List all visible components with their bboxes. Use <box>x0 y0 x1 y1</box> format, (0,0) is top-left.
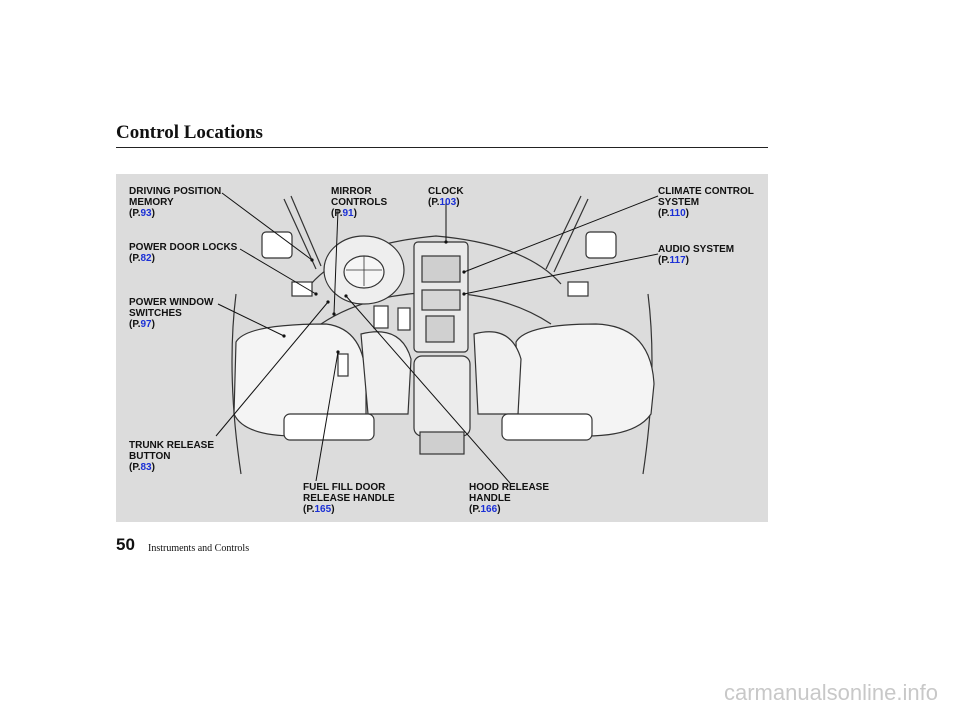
callout-label-line: SYSTEM <box>658 197 700 208</box>
callout-label-line: POWER DOOR LOCKS <box>129 242 238 253</box>
page-ref-suffix: ) <box>685 255 689 266</box>
callout-label-line: DRIVING POSITION <box>129 186 222 197</box>
callout-label-line: CLOCK <box>428 186 464 197</box>
interior-illustration-panel <box>116 174 768 522</box>
page-ref-prefix: (P. <box>303 504 315 515</box>
page-title: Control Locations <box>116 122 263 143</box>
callout-power-door-locks: POWER DOOR LOCKS (P.82) <box>129 242 237 264</box>
callout-label-line: POWER WINDOW <box>129 297 214 308</box>
page-ref-prefix: (P. <box>331 208 343 219</box>
callout-label-line: CLIMATE CONTROL <box>658 186 754 197</box>
callout-label-line: FUEL FILL DOOR <box>303 482 386 493</box>
callout-label-line: BUTTON <box>129 451 171 462</box>
callout-label-line: MEMORY <box>129 197 174 208</box>
callout-label-line: AUDIO SYSTEM <box>658 244 735 255</box>
watermark: carmanualsonline.info <box>723 680 938 705</box>
page-ref-prefix: (P. <box>129 462 141 473</box>
section-title: Instruments and Controls <box>148 543 250 554</box>
page-ref-suffix: ) <box>151 208 155 219</box>
callout-label-line: SWITCHES <box>129 308 182 319</box>
page-number: 50 <box>116 535 135 554</box>
callout-hood-release-handle: HOOD RELEASE HANDLE (P.166) <box>469 482 549 515</box>
callout-fuel-fill-door: FUEL FILL DOOR RELEASE HANDLE (P.165) <box>303 482 395 515</box>
callout-audio-system: AUDIO SYSTEM (P.117) <box>658 244 734 266</box>
page-ref-link[interactable]: 82 <box>140 253 152 264</box>
callout-clock: CLOCK (P.103) <box>428 186 464 208</box>
page-ref-prefix: (P. <box>129 208 141 219</box>
callout-label-line: TRUNK RELEASE <box>129 440 215 451</box>
callout-trunk-release-button: TRUNK RELEASE BUTTON (P.83) <box>129 440 214 473</box>
page-ref-prefix: (P. <box>129 319 141 330</box>
page-ref-prefix: (P. <box>428 197 440 208</box>
title-divider <box>116 147 768 148</box>
page-ref-link[interactable]: 83 <box>140 462 152 473</box>
page-ref-suffix: ) <box>151 253 155 264</box>
page-ref-suffix: ) <box>151 462 155 473</box>
page-ref-link[interactable]: 166 <box>480 504 498 515</box>
callout-label-line: RELEASE HANDLE <box>303 493 395 504</box>
page-ref-link[interactable]: 165 <box>314 504 332 515</box>
page-ref-suffix: ) <box>685 208 689 219</box>
page-ref-prefix: (P. <box>658 208 670 219</box>
page-ref-suffix: ) <box>151 319 155 330</box>
page-ref-suffix: ) <box>456 197 460 208</box>
callout-label-line: MIRROR <box>331 186 372 197</box>
callout-label-line: CONTROLS <box>331 197 388 208</box>
page-ref-prefix: (P. <box>469 504 481 515</box>
callout-label-line: HANDLE <box>469 493 511 504</box>
callout-climate-control-system: CLIMATE CONTROL SYSTEM (P.110) <box>658 186 754 219</box>
page-ref-suffix: ) <box>497 504 501 515</box>
page-ref-suffix: ) <box>353 208 357 219</box>
page-ref-link[interactable]: 103 <box>439 197 457 208</box>
page-ref-link[interactable]: 117 <box>669 255 686 266</box>
page-ref-link[interactable]: 97 <box>140 319 152 330</box>
car-interior-illustration <box>215 192 659 484</box>
page-ref-prefix: (P. <box>658 255 670 266</box>
page-ref-suffix: ) <box>331 504 335 515</box>
page-ref-link[interactable]: 93 <box>140 208 152 219</box>
callout-mirror-controls: MIRROR CONTROLS (P.91) <box>331 186 387 219</box>
callout-driving-position-memory: DRIVING POSITION MEMORY (P.93) <box>129 186 221 219</box>
page-ref-prefix: (P. <box>129 253 141 264</box>
callout-power-window-switches: POWER WINDOW SWITCHES (P.97) <box>129 297 213 330</box>
page-ref-link[interactable]: 110 <box>669 208 686 219</box>
callout-label-line: HOOD RELEASE <box>469 482 550 493</box>
page-ref-link[interactable]: 91 <box>342 208 354 219</box>
